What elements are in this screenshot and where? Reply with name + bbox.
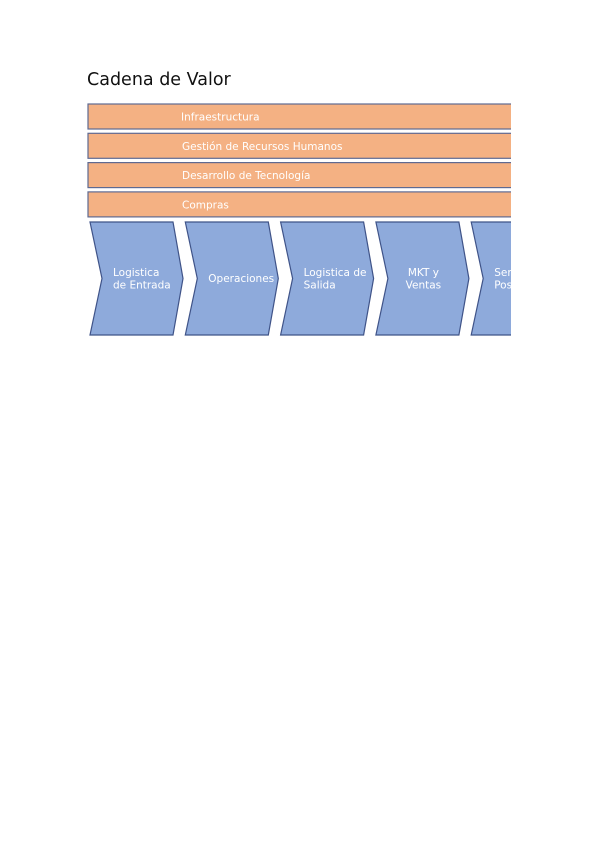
primary-activity-chevron <box>184 221 279 336</box>
primary-activity-label-line: Salida <box>304 279 336 291</box>
support-activity-bar <box>87 132 511 159</box>
primary-activity-label-line: de Entrada <box>113 279 171 291</box>
primary-activity-label-line: Logistica de <box>304 267 367 279</box>
primary-activity-label-line: MKT y <box>408 267 439 279</box>
primary-activity-label-line: Operaciones <box>208 273 274 285</box>
primary-activity-2: Operaciones <box>184 221 279 336</box>
support-activity-bar <box>87 191 511 218</box>
primary-activity-label-line: Servicio <box>494 267 536 279</box>
support-activity-bar <box>87 103 511 130</box>
support-activity-2: Gestión de Recursos Humanos <box>87 132 511 159</box>
support-activity-bar <box>87 162 511 189</box>
primary-activity-chevron <box>89 221 184 336</box>
primary-activity-label-line: Post-venta <box>494 279 549 291</box>
primary-activity-chevron <box>375 221 470 336</box>
primary-activity-label-line: Ventas <box>406 279 442 291</box>
support-activity-label: Compras <box>182 199 229 211</box>
primary-activity-label: Operaciones <box>208 273 274 285</box>
primary-activity-chevron <box>279 221 375 336</box>
page-title: Cadena de Valor <box>87 70 231 90</box>
support-activity-3: Desarrollo de Tecnología <box>87 162 511 189</box>
support-activity-4: Compras <box>87 191 511 218</box>
support-activity-1: Infraestructura <box>87 103 511 130</box>
primary-activity-label-line: Logistica <box>113 267 159 279</box>
support-activity-label: Infraestructura <box>181 112 260 124</box>
primary-activity-chevron <box>470 221 511 336</box>
support-activity-label: Gestión de Recursos Humanos <box>182 141 342 153</box>
support-activity-label: Desarrollo de Tecnología <box>182 170 310 182</box>
